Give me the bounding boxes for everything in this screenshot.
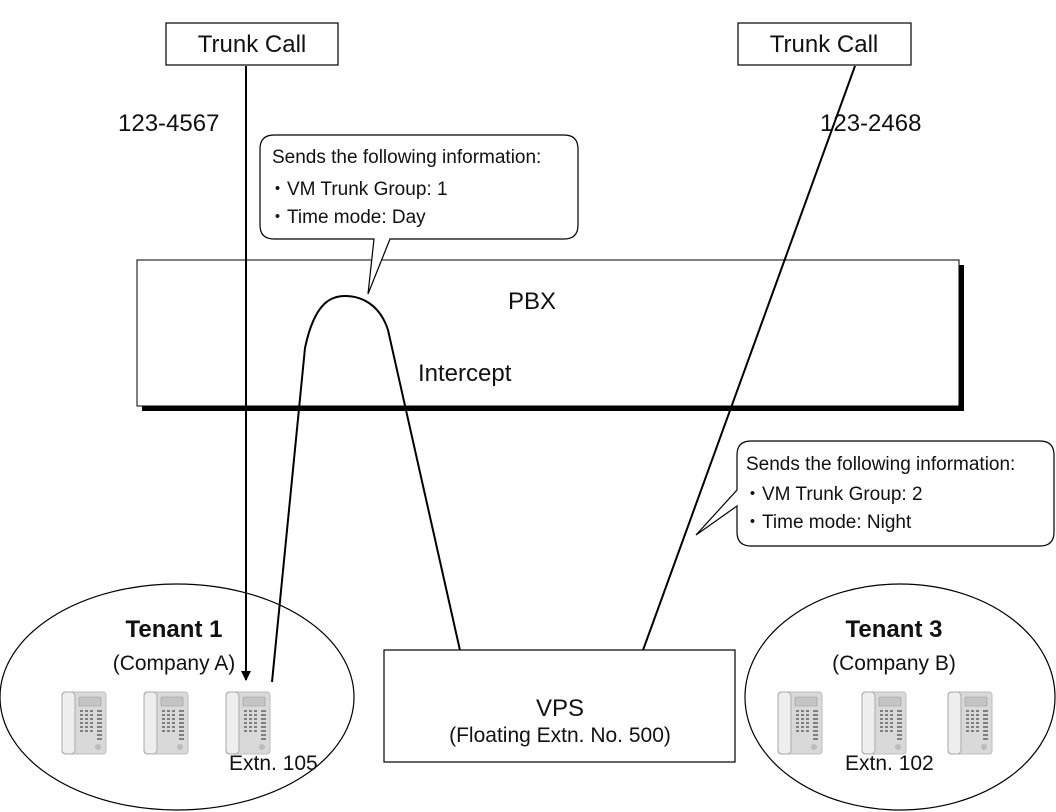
- phone-icon: [225, 691, 271, 755]
- tenant-1-extension: Extn. 105: [229, 752, 318, 775]
- callout-top: Sends the following information: ・VM Tru…: [259, 134, 579, 295]
- callout-top-line1: ・VM Trunk Group: 1: [268, 179, 448, 200]
- vps-sublabel: (Floating Extn. No. 500): [449, 724, 671, 747]
- trunk-call-right-label: Trunk Call: [770, 31, 878, 58]
- callout-top-heading: Sends the following information:: [272, 147, 541, 168]
- tenant-3-ellipse: [744, 583, 1056, 811]
- vps-box: VPS (Floating Extn. No. 500): [383, 649, 736, 763]
- tenant-1-group: Tenant 1 (Company A) Extn. 105: [0, 583, 355, 811]
- trunk-call-right-box: Trunk Call: [737, 22, 912, 66]
- intercept-label: Intercept: [418, 360, 512, 387]
- trunk-number-right: 123-2468: [820, 110, 921, 137]
- trunk-right-to-vps-arrow: [628, 65, 856, 687]
- trunk-call-left-label: Trunk Call: [198, 31, 306, 58]
- phone-icon: [61, 691, 107, 755]
- pbx-box: PBX Intercept: [136, 259, 964, 411]
- callout-right-line2: ・Time mode: Night: [743, 512, 912, 533]
- callout-top-line2: ・Time mode: Day: [268, 207, 426, 228]
- trunk-call-left-box: Trunk Call: [165, 22, 339, 66]
- phone-icon: [777, 691, 823, 755]
- tenant-3-title: Tenant 3: [846, 616, 943, 643]
- callout-right-heading: Sends the following information:: [746, 454, 1015, 475]
- tenant-3-extension: Extn. 102: [845, 752, 934, 775]
- tenant-1-company: (Company A): [113, 652, 236, 675]
- tenant-3-group: Tenant 3 (Company B) Extn. 102: [744, 583, 1056, 811]
- tenant-3-company: (Company B): [832, 652, 956, 675]
- tenant-1-ellipse: [0, 583, 355, 811]
- trunk-number-left: 123-4567: [118, 110, 219, 137]
- intercept-path-arrow: [271, 294, 471, 687]
- pbx-label: PBX: [508, 288, 556, 315]
- call-flow-lines: [241, 65, 856, 687]
- callout-right: Sends the following information: ・VM Tru…: [695, 440, 1055, 547]
- phone-icon: [143, 691, 189, 755]
- tenant-1-title: Tenant 1: [126, 616, 223, 643]
- phone-icon: [861, 691, 907, 755]
- phone-icon: [947, 691, 993, 755]
- callout-right-line1: ・VM Trunk Group: 2: [743, 484, 923, 505]
- vps-label: VPS: [536, 695, 584, 722]
